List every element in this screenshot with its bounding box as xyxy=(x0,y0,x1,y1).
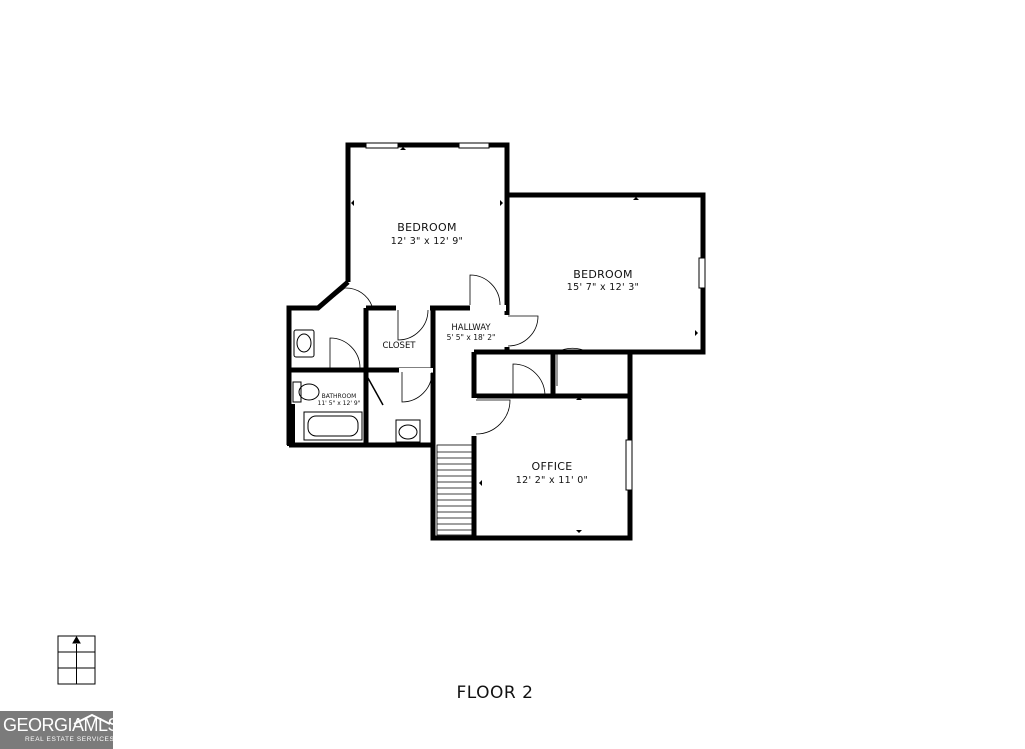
walls xyxy=(286,142,706,541)
room-name-bedroom-2: BEDROOM xyxy=(573,268,633,281)
room-name-office: OFFICE xyxy=(532,460,573,473)
house-roof-icon xyxy=(73,713,111,725)
floor-selector-icon xyxy=(57,635,96,685)
wall-block xyxy=(287,404,295,446)
room-dims-bathroom: 11' 5" x 12' 9" xyxy=(318,400,361,407)
fixtures xyxy=(292,329,421,443)
room-dims-hallway: 5' 5" x 18' 2" xyxy=(447,333,496,342)
room-dims-bedroom-2: 15' 7" x 12' 3" xyxy=(567,282,639,293)
logo-sub-text: REAL ESTATE SERVICES xyxy=(25,736,115,743)
windows xyxy=(365,142,706,491)
georgia-mls-logo: GEORGIAMLS REAL ESTATE SERVICES xyxy=(0,711,120,749)
room-name-closet: CLOSET xyxy=(382,341,416,351)
room-name-hallway: HALLWAY xyxy=(451,323,491,333)
logo-main-text: GEORGIAMLS xyxy=(3,715,120,735)
room-name-bedroom-1: BEDROOM xyxy=(397,221,457,234)
room-dims-bedroom-1: 12' 3" x 12' 9" xyxy=(391,236,463,247)
stairs xyxy=(436,444,475,536)
dimension-ticks xyxy=(351,147,698,533)
doors xyxy=(329,274,589,436)
floor-label: FLOOR 2 xyxy=(456,683,534,703)
room-name-bathroom: BATHROOM xyxy=(322,393,357,400)
room-dims-office: 12' 2" x 11' 0" xyxy=(516,475,588,486)
